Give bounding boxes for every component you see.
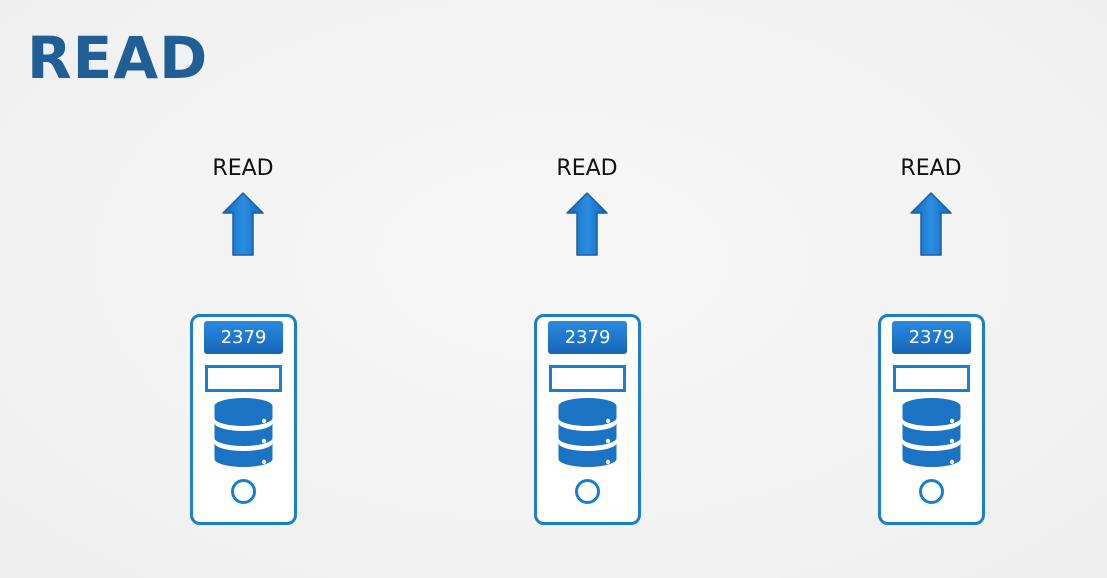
- drive-slot: [205, 365, 282, 392]
- database-icon: [902, 398, 961, 467]
- port-badge: 2379: [204, 321, 283, 354]
- server: 2379: [190, 314, 297, 525]
- database-icon: [214, 398, 273, 467]
- arrow-up-icon: [566, 192, 608, 256]
- drive-slot: [893, 365, 970, 392]
- port-badge: 2379: [892, 321, 971, 354]
- read-label: READ: [900, 156, 962, 181]
- etcd-node-3: READ 2379: [841, 150, 1021, 530]
- slide-title: READ: [27, 24, 209, 92]
- power-button-icon: [575, 479, 600, 504]
- drive-slot: [549, 365, 626, 392]
- port-badge: 2379: [548, 321, 627, 354]
- read-label: READ: [212, 156, 274, 181]
- power-button-icon: [919, 479, 944, 504]
- server: 2379: [878, 314, 985, 525]
- etcd-node-1: READ 2379: [153, 150, 333, 530]
- etcd-node-2: READ 2379: [497, 150, 677, 530]
- server: 2379: [534, 314, 641, 525]
- arrow-up-icon: [222, 192, 264, 256]
- database-icon: [558, 398, 617, 467]
- arrow-up-icon: [910, 192, 952, 256]
- power-button-icon: [231, 479, 256, 504]
- read-label: READ: [556, 156, 618, 181]
